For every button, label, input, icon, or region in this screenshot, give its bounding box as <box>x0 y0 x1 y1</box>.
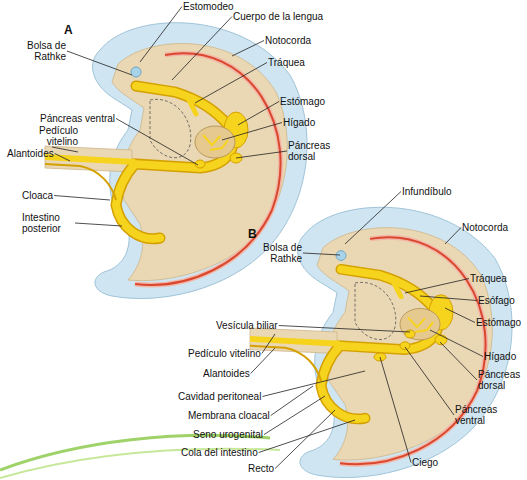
leader-line <box>405 347 454 415</box>
part-label: Estómago <box>280 96 325 107</box>
part-label: Estomodeo <box>183 1 234 12</box>
leader-line <box>303 253 340 255</box>
part-label: Páncreas ventral <box>40 113 115 124</box>
leader-line <box>116 119 198 166</box>
leader-line <box>259 420 355 453</box>
leader-line <box>445 308 475 323</box>
leader-line <box>140 7 182 63</box>
leader-line <box>275 410 335 469</box>
leader-lines <box>52 7 483 469</box>
leader-line <box>405 279 469 294</box>
panel-letter: A <box>64 24 73 37</box>
part-label: Tráquea <box>470 273 507 284</box>
part-label: Pedículo vitelino <box>188 348 261 359</box>
part-label: Páncreas ventral <box>455 404 505 426</box>
part-label: Vesícula biliar <box>216 320 278 331</box>
leader-line <box>445 228 461 245</box>
part-label: Cloaca <box>22 190 53 201</box>
leader-line <box>430 330 483 357</box>
part-label: Estómago <box>476 317 521 328</box>
part-label: Recto <box>248 463 274 474</box>
leader-line <box>52 147 78 152</box>
part-label: Páncreas dorsal <box>478 369 526 391</box>
part-label: Páncreas dorsal <box>288 140 336 162</box>
gallbladder <box>405 330 415 338</box>
leader-line <box>380 357 411 463</box>
part-label: Notocorda <box>265 35 311 46</box>
part-label: Ciego <box>412 457 438 468</box>
leader-line <box>345 192 401 245</box>
part-label: Cavidad peritoneal <box>178 391 261 402</box>
part-label: Alantoides <box>203 368 250 379</box>
part-label: Bolsa de Rathke <box>18 40 66 62</box>
part-label: Intestino posterior <box>22 212 74 234</box>
leader-line <box>232 41 264 57</box>
part-label: Seno urogenital <box>193 429 263 440</box>
leader-line <box>420 296 477 301</box>
part-label: Notocorda <box>462 222 508 233</box>
part-label: Pedículo vitelino <box>26 125 78 147</box>
part-label: Hígado <box>484 351 516 362</box>
part-label: Esófago <box>478 295 515 306</box>
leader-line <box>172 17 232 81</box>
part-label: Tráquea <box>268 57 305 68</box>
leader-line <box>195 63 267 104</box>
part-label: Hígado <box>283 117 315 128</box>
leader-line <box>54 196 110 201</box>
leader-line <box>279 326 410 333</box>
leader-line <box>271 386 313 416</box>
embryo-a <box>45 23 307 299</box>
part-label: Cuerpo de la lengua <box>233 11 323 22</box>
panel-letter: B <box>248 228 257 241</box>
part-label: Cola del intestino <box>181 447 258 458</box>
leader-line <box>75 223 122 226</box>
part-label: Membrana cloacal <box>188 410 270 421</box>
embryo-b <box>250 207 512 477</box>
leader-line <box>67 51 132 75</box>
part-label: Infundíbulo <box>402 186 452 197</box>
part-label: Alantoides <box>7 148 54 159</box>
leader-line <box>236 151 287 158</box>
leader-line <box>55 154 70 162</box>
part-label: Bolsa de Rathke <box>252 242 302 264</box>
leader-line <box>238 102 279 126</box>
leader-line <box>262 371 365 397</box>
leader-line <box>222 123 282 141</box>
leader-line <box>440 342 477 380</box>
